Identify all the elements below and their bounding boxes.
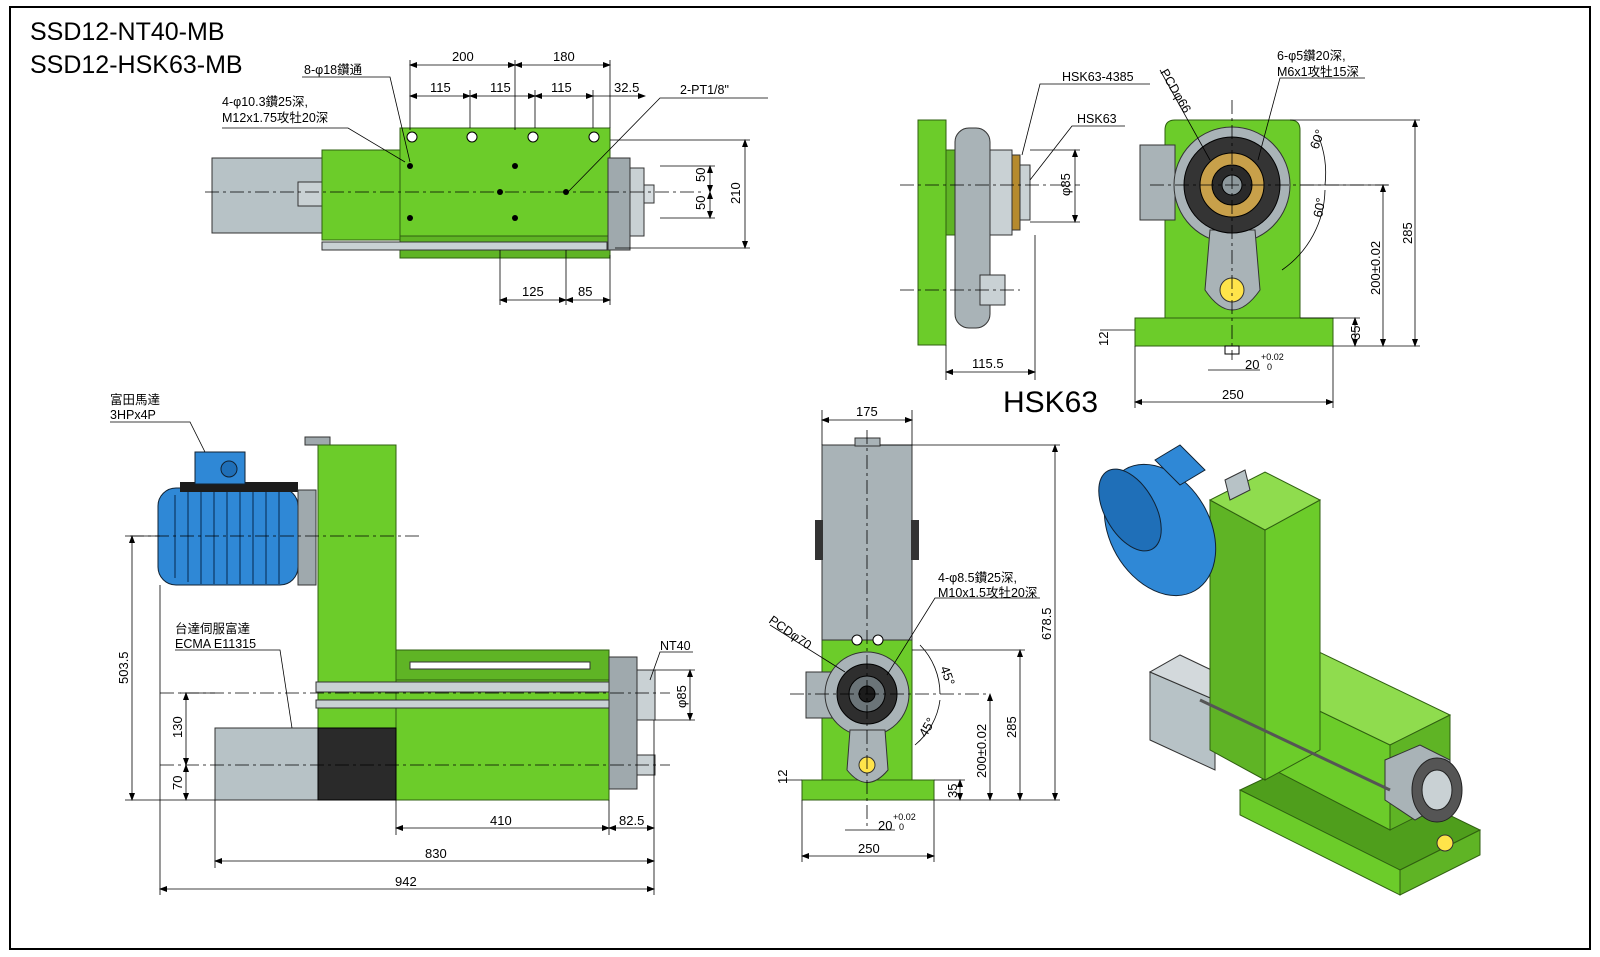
svg-text:20: 20 [1245,357,1259,372]
top-view-dimensions [222,60,768,305]
svg-text:32.5: 32.5 [614,80,639,95]
model-title-1: SSD12-NT40-MB [30,18,225,46]
svg-text:410: 410 [490,813,512,828]
svg-text:180: 180 [553,49,575,64]
svg-text:NT40: NT40 [660,639,691,653]
svg-text:115.5: 115.5 [972,356,1004,371]
sheet-border [9,6,1591,950]
svg-text:85: 85 [578,284,592,299]
svg-text:175: 175 [856,404,878,419]
front-view-nt40-dimensions [769,410,1060,862]
svg-text:35: 35 [1348,326,1363,340]
svg-text:503.5: 503.5 [116,651,131,684]
svg-text:830: 830 [425,846,447,861]
svg-text:PCDφ70: PCDφ70 [766,613,814,652]
model-title-2: SSD12-HSK63-MB [30,51,243,79]
svg-text:2-PT1/8": 2-PT1/8" [680,83,729,97]
front-view-nt40 [790,430,990,830]
main-side-view-dimensions [110,421,695,895]
svg-text:60°: 60° [1307,127,1328,151]
svg-text:M12x1.75攻牡20深: M12x1.75攻牡20深 [222,111,328,125]
svg-text:20: 20 [878,818,892,833]
svg-text:0: 0 [899,822,904,832]
svg-text:200: 200 [452,49,474,64]
svg-text:ECMA E11315: ECMA E11315 [175,637,256,651]
svg-text:678.5: 678.5 [1039,607,1054,640]
main-side-view-labels: 503.5 130 70 φ85 410 82.5 830 942 富田馬達 3… [110,392,691,889]
svg-text:70: 70 [170,776,185,790]
svg-text:12: 12 [1096,332,1111,346]
side-view-labels: φ85 115.5 HSK63-4385 HSK63 [972,70,1134,371]
top-view-labels: 200 180 115 115 115 32.5 50 50 210 125 8… [222,49,743,299]
svg-text:HSK63: HSK63 [1077,112,1117,126]
svg-text:130: 130 [170,716,185,738]
main-side-view [130,436,670,801]
svg-text:82.5: 82.5 [619,813,644,828]
svg-text:285: 285 [1004,716,1019,738]
svg-text:200±0.02: 200±0.02 [974,724,989,778]
svg-text:+0.02: +0.02 [893,812,916,822]
svg-text:4-φ8.5鑽25深,: 4-φ8.5鑽25深, [938,570,1017,585]
svg-text:M10x1.5攻牡20深: M10x1.5攻牡20深 [938,586,1037,600]
svg-text:50: 50 [693,168,708,182]
svg-text:HSK63-4385: HSK63-4385 [1062,70,1134,84]
svg-text:45°: 45° [937,664,958,688]
svg-text:35: 35 [945,784,960,798]
svg-text:60°: 60° [1310,197,1328,219]
svg-text:6-φ5鑽20深,: 6-φ5鑽20深, [1277,48,1346,63]
svg-text:M6x1攻牡15深: M6x1攻牡15深 [1277,65,1359,79]
svg-text:3HPx4P: 3HPx4P [110,408,156,422]
svg-text:50: 50 [693,196,708,210]
svg-text:942: 942 [395,874,417,889]
hsk-section-label: HSK63 [1003,386,1098,419]
svg-text:φ85: φ85 [1058,173,1073,196]
svg-text:250: 250 [858,841,880,856]
svg-text:台達伺服富達: 台達伺服富達 [175,621,251,636]
svg-text:115: 115 [490,80,511,95]
svg-text:12: 12 [775,770,790,784]
side-view-dimensions [945,83,1150,380]
front-view-hsk-dimensions [1100,69,1420,408]
svg-text:250: 250 [1222,387,1244,402]
svg-text:+0.02: +0.02 [1261,352,1284,362]
svg-text:0: 0 [1267,362,1272,372]
svg-text:PCDφ66: PCDφ66 [1157,67,1193,116]
svg-text:115: 115 [430,80,451,95]
svg-text:285: 285 [1400,222,1415,244]
svg-text:φ85: φ85 [674,685,689,708]
svg-text:8-φ18鑽通: 8-φ18鑽通 [304,62,363,77]
svg-text:4-φ10.3鑽25深,: 4-φ10.3鑽25深, [222,94,308,109]
front-view-hsk [1134,100,1390,360]
svg-text:115: 115 [551,80,572,95]
top-view [205,127,705,259]
svg-text:210: 210 [728,182,743,204]
isometric-render [1098,444,1482,896]
svg-text:125: 125 [522,284,544,299]
svg-text:富田馬達: 富田馬達 [110,392,161,407]
side-view-hsk [900,119,1080,346]
svg-text:200±0.02: 200±0.02 [1368,241,1383,295]
